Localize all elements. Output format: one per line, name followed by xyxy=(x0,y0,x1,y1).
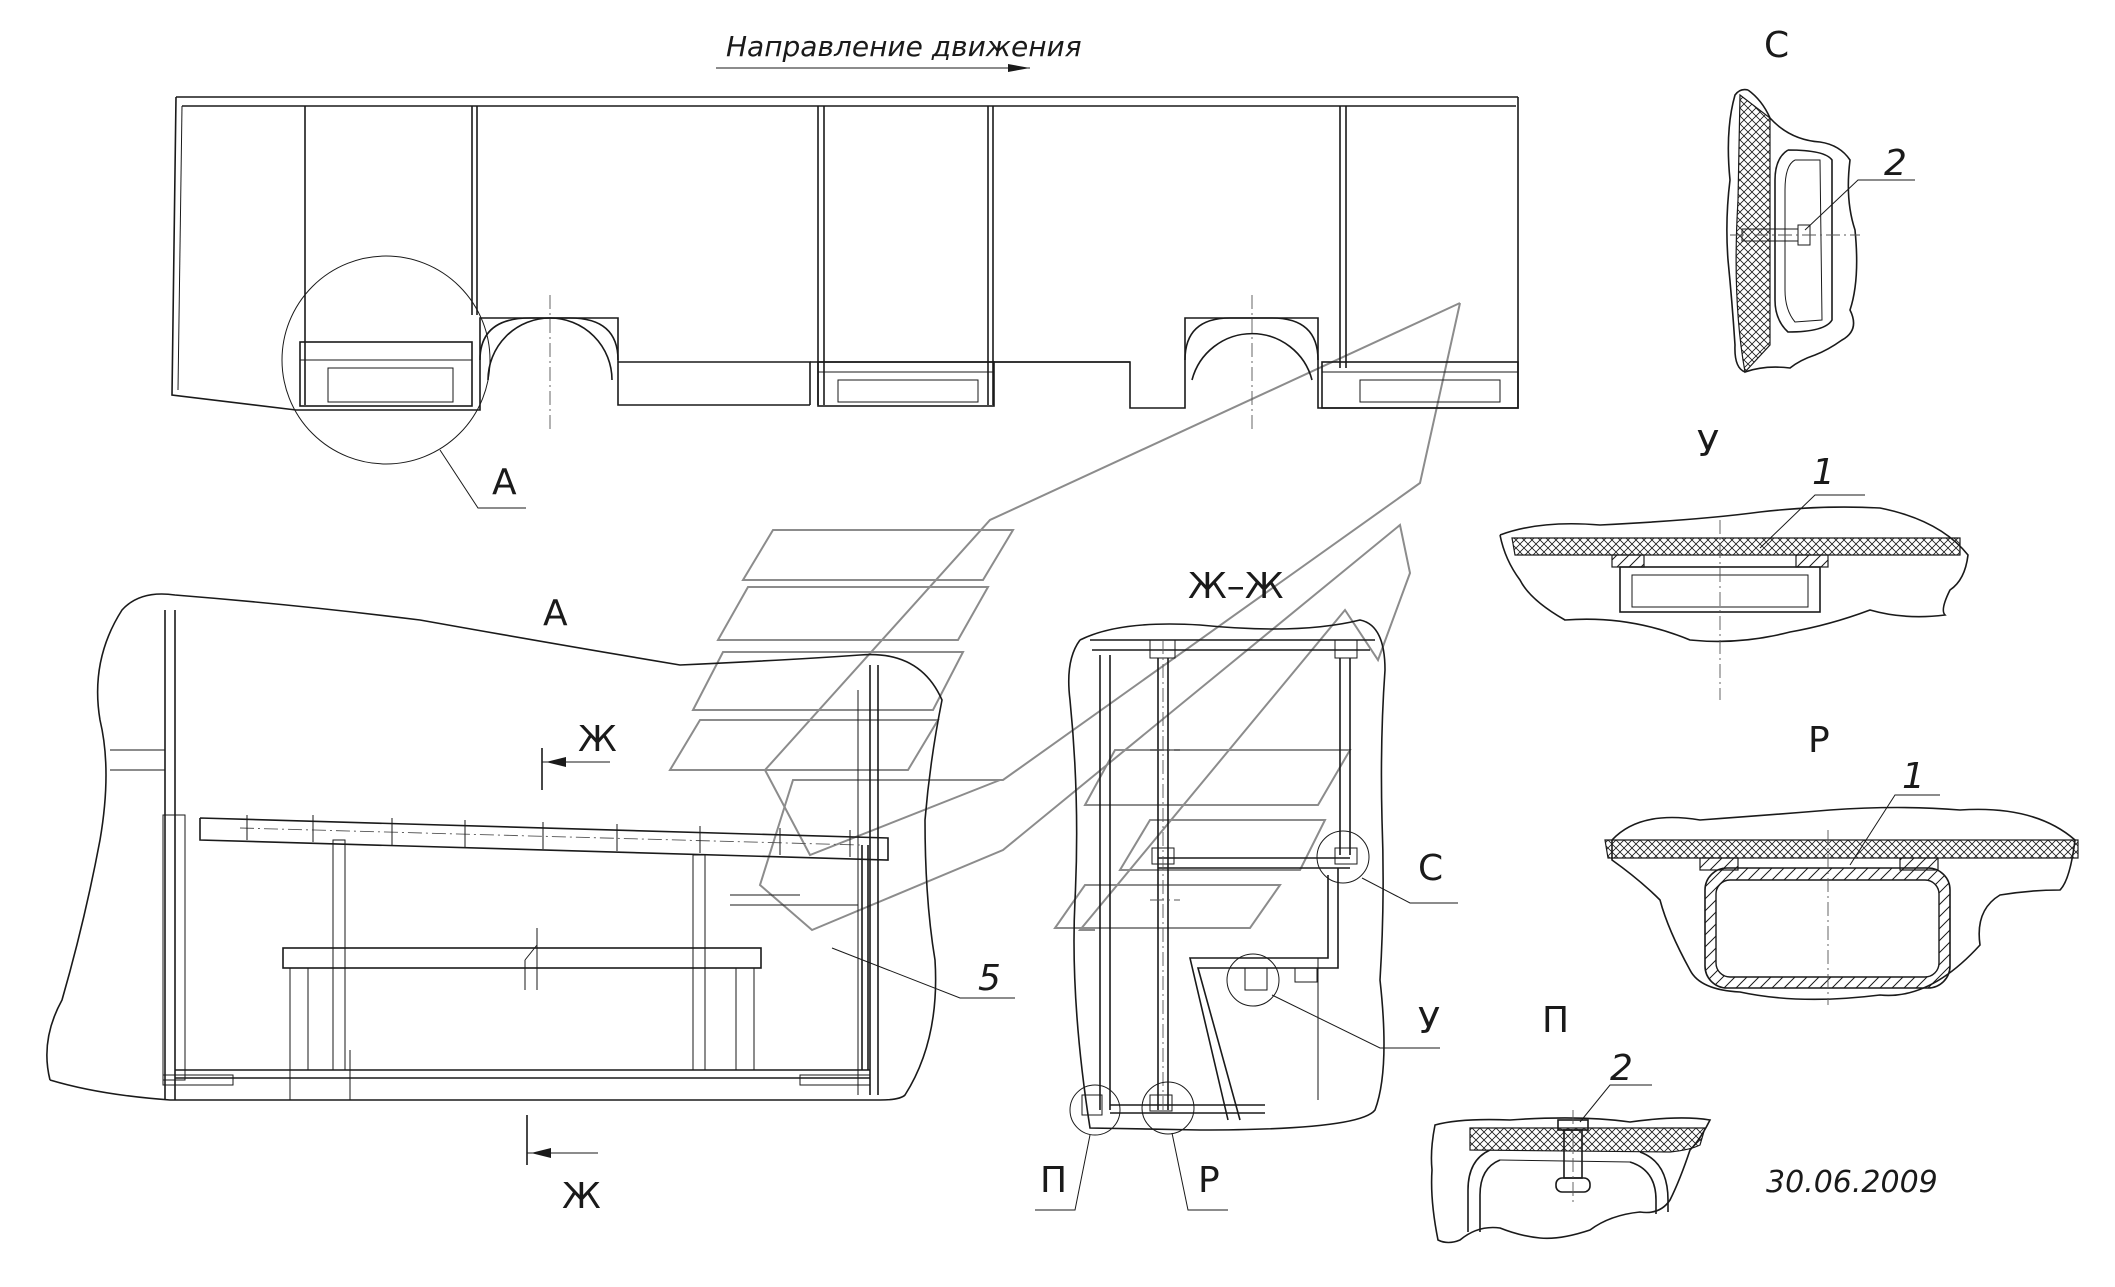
detail-c xyxy=(1726,88,1915,374)
detail-u-item-1: 1 xyxy=(1812,452,1835,493)
direction-label: Направление движения xyxy=(726,30,1082,63)
section-zh-zh xyxy=(1035,619,1458,1211)
detail-p xyxy=(1430,1084,1712,1244)
callout-r-label: Р xyxy=(1198,1160,1220,1201)
callout-u-label: У xyxy=(1418,1001,1440,1042)
view-a-title: А xyxy=(543,593,568,634)
detail-c-item-2: 2 xyxy=(1884,143,1907,184)
detail-r-title: Р xyxy=(1808,720,1830,761)
detail-r xyxy=(1604,794,2079,1005)
section-mark-zh-top: Ж xyxy=(578,719,617,760)
drawing-date: 30.06.2009 xyxy=(1766,1165,1938,1200)
watermark-logo xyxy=(668,302,1461,932)
direction-of-travel: Направление движения xyxy=(716,30,1082,72)
detail-c-title: С xyxy=(1764,25,1789,66)
callout-p-label: П xyxy=(1040,1160,1067,1201)
detail-p-item-2: 2 xyxy=(1610,1048,1633,1089)
detail-p-title: П xyxy=(1542,1000,1569,1041)
view-a-detail xyxy=(46,593,1015,1165)
detail-u-title: У xyxy=(1697,424,1719,465)
bus-side-view xyxy=(171,96,1519,509)
section-mark-zh-bottom: Ж xyxy=(562,1176,601,1217)
detail-u xyxy=(1499,494,1969,700)
section-zh-zh-title: Ж–Ж xyxy=(1188,566,1284,607)
callout-a-label: А xyxy=(492,462,517,503)
callout-c-label: С xyxy=(1418,848,1443,889)
detail-r-item-1: 1 xyxy=(1902,756,1925,797)
item-5-number: 5 xyxy=(978,958,1001,999)
